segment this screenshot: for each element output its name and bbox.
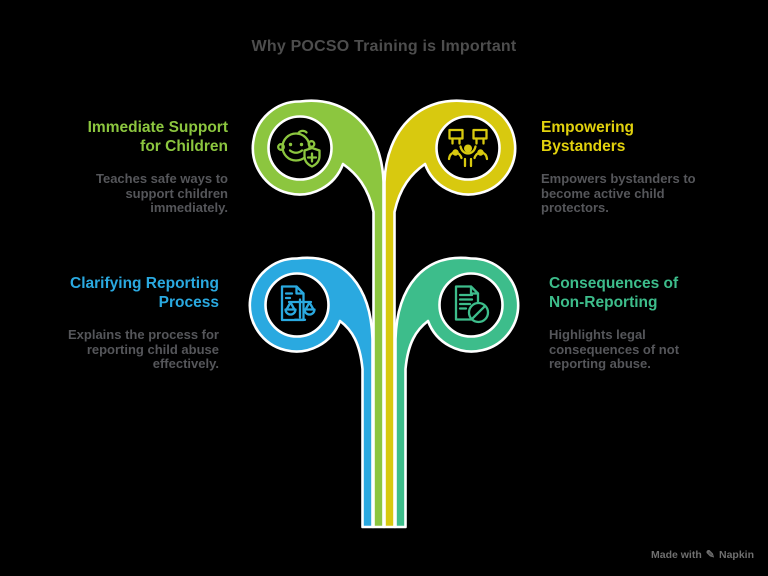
label-consequences: Consequences of Non-Reporting Highlights… — [549, 274, 727, 372]
pen-icon: ✎ — [705, 548, 715, 561]
watermark-made-with: Made with — [651, 549, 702, 561]
label-immediate-support: Immediate Support for Children Teaches s… — [60, 118, 228, 216]
branch-heading: Consequences of Non-Reporting — [549, 274, 727, 312]
branch-heading: Clarifying Reporting Process — [47, 274, 219, 312]
branch-heading-line2: Non-Reporting — [549, 294, 658, 311]
branch-heading-line2: Bystanders — [541, 138, 626, 155]
branch-description: Explains the process for reporting child… — [68, 327, 219, 371]
label-empowering-bystanders: Empowering Bystanders Empowers bystander… — [541, 118, 713, 216]
watermark-brand: Napkin — [718, 549, 754, 561]
branch-heading: Immediate Support for Children — [60, 118, 228, 156]
page-title: Why POCSO Training is Important — [251, 38, 517, 55]
bystanders-group-icon — [447, 128, 489, 168]
child-shield-icon — [277, 129, 321, 168]
watermark: Made with ✎ Napkin — [651, 549, 754, 561]
branch-heading-line2: for Children — [140, 138, 228, 155]
branch-heading: Empowering Bystanders — [541, 118, 713, 156]
branch-shape-immediate-support — [251, 99, 385, 529]
branch-description: Highlights legal consequences of not rep… — [549, 327, 680, 371]
branch-heading-line1: Empowering — [541, 119, 635, 136]
document-scales-icon — [280, 285, 316, 322]
branch-heading-line1: Clarifying Reporting — [70, 275, 219, 292]
label-clarifying-reporting: Clarifying Reporting Process Explains th… — [47, 274, 219, 372]
branch-heading-line2: Process — [158, 294, 219, 311]
branch-heading-line1: Immediate Support — [87, 119, 228, 136]
branch-shape-empowering-bystanders — [383, 99, 517, 529]
icon-hole-clarifying-reporting — [264, 272, 330, 338]
document-prohibited-icon — [454, 285, 490, 324]
branch-description: Empowers bystanders to become active chi… — [541, 171, 696, 215]
branch-description: Teaches safe ways to support children im… — [96, 171, 228, 215]
branch-heading-line1: Consequences of — [549, 275, 679, 292]
